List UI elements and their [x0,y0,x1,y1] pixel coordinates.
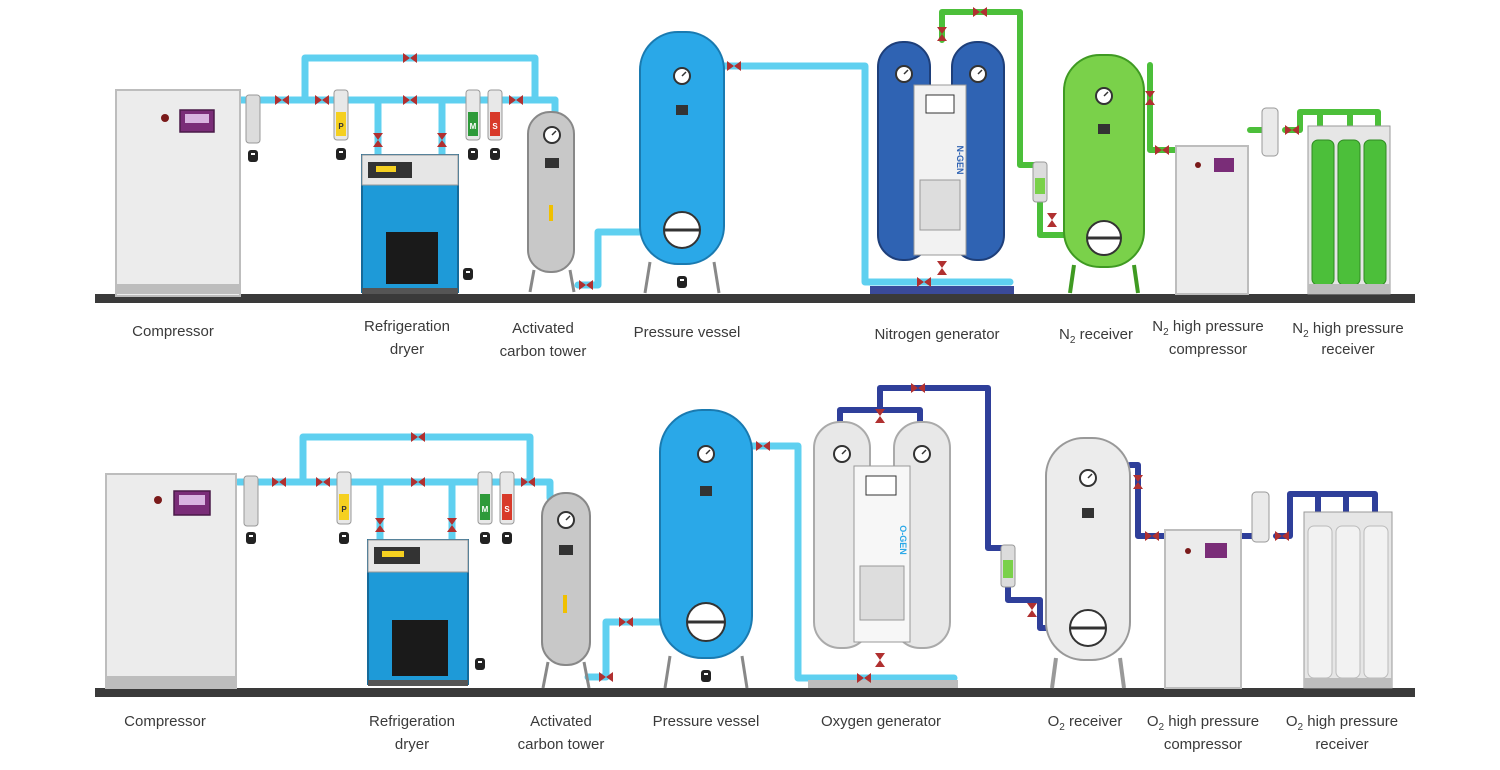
top-label-dryer-2: dryer [390,341,424,358]
bottom-inlet-filter [243,475,286,544]
top-row: P M S [95,7,1415,360]
top-label-n2-receiver: N2 receiver [1059,326,1133,346]
bottom-generator-panel-label: O-GEN [898,525,908,555]
bottom-filter-p: P [316,471,352,544]
top-label-compressor: Compressor [132,323,214,340]
svg-text:M: M [470,122,477,131]
top-inlet-filter [245,94,289,162]
bottom-filter-m: M [477,471,493,544]
top-pressure-vessel [639,31,741,294]
bottom-o2-receiver [1045,437,1159,689]
bottom-carbon-tower [541,492,633,689]
svg-text:S: S [492,122,498,131]
top-label-carbon-2: carbon tower [500,343,587,360]
bottom-row: P M S [95,383,1415,753]
top-filter-p: P [315,89,349,160]
bottom-refrigeration-dryer [367,539,485,686]
bottom-label-carbon-2: carbon tower [518,736,605,753]
bottom-o2-filter [1000,544,1037,617]
top-filter-m: M [465,89,481,160]
top-n2-hp-compressor [1175,107,1299,295]
bottom-label-hp-comp-2: compressor [1164,736,1242,753]
top-label-generator: Nitrogen generator [874,326,999,343]
bottom-label-dryer-1: Refrigeration [369,713,455,730]
top-label-dryer-1: Refrigeration [364,318,450,335]
svg-text:M: M [482,505,489,514]
bottom-label-compressor: Compressor [124,713,206,730]
bottom-label-generator: Oxygen generator [821,713,941,730]
bottom-label-carbon-1: Activated [530,713,592,730]
bottom-filter-s: S [499,471,535,544]
bottom-floor [95,688,1415,697]
top-n2-receiver [1063,54,1169,294]
top-carbon-tower [527,111,593,293]
top-label-carbon-1: Activated [512,320,574,337]
top-refrigeration-dryer [361,154,473,294]
bottom-label-o2-receiver: O2 receiver [1048,713,1123,733]
top-floor [95,294,1415,303]
bottom-compressor [105,473,237,689]
bottom-o2-hp-receiver [1303,511,1393,689]
top-label-hp-recv-2: receiver [1321,341,1374,358]
top-nitrogen-generator: N-GEN [870,7,1014,294]
top-filter-s: S [487,89,523,160]
bottom-label-dryer-2: dryer [395,736,429,753]
bottom-label-hp-recv-1: O2 high pressure [1286,713,1398,733]
svg-text:P: P [338,122,344,131]
top-label-hp-comp-1: N2 high pressure [1152,318,1263,338]
top-label-hp-recv-1: N2 high pressure [1292,320,1403,340]
bottom-pressure-vessel [659,409,770,689]
top-label-vessel: Pressure vessel [634,324,741,341]
svg-text:S: S [504,505,510,514]
top-label-hp-comp-2: compressor [1169,341,1247,358]
top-n2-filter [1032,161,1057,227]
top-compressor [115,89,241,297]
bottom-o2-hp-compressor [1164,491,1289,689]
bottom-label-vessel: Pressure vessel [653,713,760,730]
svg-text:P: P [341,505,347,514]
bottom-label-hp-recv-2: receiver [1315,736,1368,753]
top-generator-panel-label: N-GEN [955,146,965,175]
bottom-oxygen-generator: O-GEN [808,383,958,688]
top-n2-hp-receiver [1307,125,1391,295]
bottom-label-hp-comp-1: O2 high pressure [1147,713,1259,733]
